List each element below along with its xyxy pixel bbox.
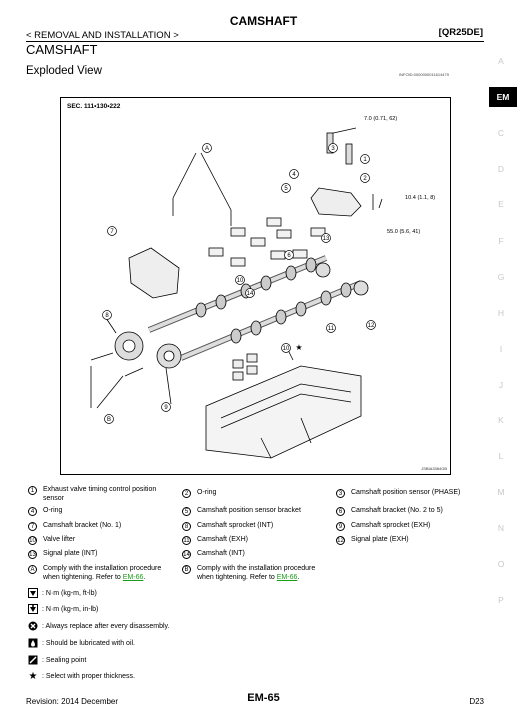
svg-text:A: A — [205, 146, 209, 152]
figure-section-label: SEC. 111•130•222 — [67, 103, 121, 110]
section-title: CAMSHAFT — [26, 42, 98, 57]
figure-id: JSBIA3384GB — [421, 466, 447, 471]
svg-text:★: ★ — [295, 343, 302, 352]
ref-link-em66-b[interactable]: EM-66 — [276, 573, 298, 581]
index-letter-o[interactable]: O — [497, 559, 505, 569]
svg-text:14: 14 — [247, 291, 254, 297]
index-letter-h[interactable]: H — [497, 308, 505, 318]
page-title: CAMSHAFT — [229, 14, 298, 28]
index-letter-d[interactable]: D — [497, 164, 505, 174]
svg-text:3: 3 — [331, 146, 335, 152]
index-letter-j[interactable]: J — [498, 380, 504, 390]
svg-text:12: 12 — [368, 323, 375, 329]
svg-text:8: 8 — [105, 313, 109, 319]
torque-label-1: 7.0 (0.71, 62) — [364, 116, 398, 122]
lubricate-oil-icon — [28, 638, 38, 648]
page-code: D23 — [469, 697, 484, 706]
index-letter-f[interactable]: F — [498, 236, 504, 246]
always-replace-icon — [28, 621, 38, 631]
svg-text:6: 6 — [287, 253, 291, 259]
subsection-title: Exploded View — [26, 65, 102, 77]
index-letter-a[interactable]: A — [498, 56, 504, 66]
symbol-row-torque-ftlb: : N·m (kg-m, ft-lb) — [28, 588, 97, 598]
index-letter-k[interactable]: K — [498, 415, 504, 425]
star-icon: ★ — [28, 670, 38, 682]
symbol-row-select: ★ : Select with proper thickness. — [28, 670, 135, 682]
svg-text:10: 10 — [283, 346, 290, 352]
index-letter-e[interactable]: E — [498, 199, 504, 209]
exploded-view-figure: SEC. 111•130•222 — [60, 97, 451, 475]
svg-text:11: 11 — [328, 326, 335, 332]
sealing-point-icon — [28, 655, 38, 665]
ref-code: INFOID:0000000011614479 — [399, 72, 449, 77]
svg-text:B: B — [107, 417, 111, 423]
symbol-row-lubricate: : Should be lubricated with oil. — [28, 638, 135, 648]
breadcrumb: < REMOVAL AND INSTALLATION > — [26, 30, 179, 41]
index-letter-c[interactable]: C — [497, 128, 505, 138]
page-number: EM-65 — [247, 692, 280, 704]
index-letter-l[interactable]: L — [498, 451, 504, 461]
svg-text:1: 1 — [363, 157, 367, 163]
camshaft-exploded-diagram: 3 1 4 2 5 7 6 13 10 14 8 11 12 10 9 B A … — [90, 127, 383, 459]
index-letter-i[interactable]: I — [499, 344, 503, 354]
svg-text:5: 5 — [284, 186, 288, 192]
svg-text:9: 9 — [164, 405, 168, 411]
index-letter-g[interactable]: G — [497, 272, 505, 282]
index-letter-m[interactable]: M — [497, 487, 505, 497]
index-active-em[interactable]: EM — [489, 87, 517, 107]
svg-text:13: 13 — [323, 236, 330, 242]
symbol-row-sealing: : Sealing point — [28, 655, 86, 665]
torque-nm-kgm-ftlb-icon — [28, 588, 38, 598]
svg-text:2: 2 — [363, 176, 367, 182]
torque-label-2: 10.4 (1.1, 8) — [405, 195, 436, 201]
header-rule — [26, 41, 484, 42]
symbol-row-replace: : Always replace after every disassembly… — [28, 621, 169, 631]
torque-label-3: 55.0 (5.6, 41) — [387, 229, 421, 235]
index-letter-n[interactable]: N — [497, 523, 505, 533]
svg-text:4: 4 — [292, 172, 296, 178]
ref-link-em66-a[interactable]: EM-66 — [122, 573, 144, 581]
index-letter-p[interactable]: P — [498, 595, 504, 605]
revision-date: Revision: 2014 December — [26, 697, 119, 706]
symbol-row-torque-inlb: : N·m (kg-m, in-lb) — [28, 604, 98, 614]
svg-text:7: 7 — [110, 229, 114, 235]
torque-nm-kgm-inlb-icon — [28, 604, 38, 614]
svg-text:10: 10 — [237, 278, 244, 284]
engine-code: [QR25DE] — [438, 27, 483, 38]
